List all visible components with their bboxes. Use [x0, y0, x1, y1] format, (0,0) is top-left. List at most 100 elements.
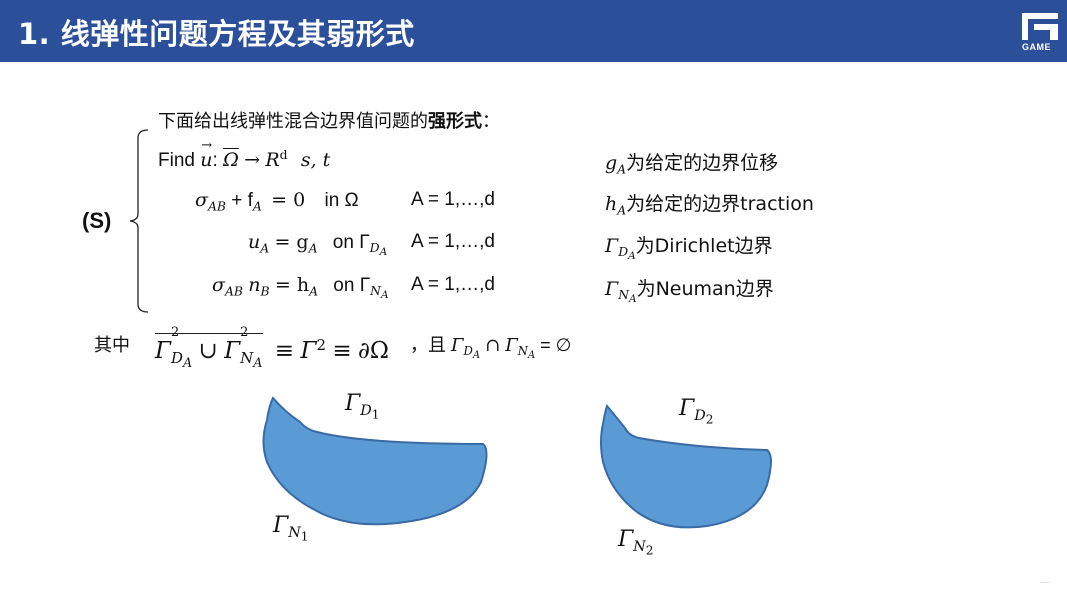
maps-to-arrow: → — [244, 148, 261, 171]
note-traction: hA为给定的边界traction — [605, 189, 814, 217]
gamma-index: N — [288, 525, 301, 541]
in-domain: in Ω — [324, 190, 359, 211]
sigma-index: AB — [224, 284, 243, 299]
sigma-symbol: σ — [212, 274, 225, 296]
logo-text: GAME — [1022, 42, 1051, 52]
gamma-subindex: 2 — [645, 543, 654, 558]
f-index: A — [252, 199, 262, 214]
and-word: ，且 — [410, 335, 446, 356]
range-row2: A = 1,…,d — [411, 189, 495, 210]
game-logo-icon — [1022, 13, 1058, 40]
title-bar: 1. 线弹性问题方程及其弱形式 GAME — [0, 0, 1067, 62]
sigma-index: AB — [207, 199, 226, 214]
left-brace-icon — [129, 129, 149, 313]
note-dirichlet: ΓDA为Dirichlet边界 — [605, 231, 773, 262]
note-text: 为给定的边界traction — [626, 193, 814, 215]
h-index: A — [309, 284, 318, 299]
u-symbol: u — [248, 231, 261, 253]
equiv-symbol: ≡ — [274, 338, 295, 365]
range-row3: A = 1,…,d — [411, 231, 495, 252]
gamma-index: D — [369, 241, 380, 256]
n-symbol: n — [248, 274, 261, 296]
equals-g: = g — [274, 231, 309, 253]
gamma-total-exponent: 2 — [316, 336, 326, 354]
gamma-n: Γ — [505, 335, 518, 356]
gamma-d-subindex: A — [182, 355, 193, 371]
union-symbol: ∪ — [198, 338, 218, 365]
intro-prefix: 下面给出线弹性混合边界值问题的 — [158, 111, 428, 132]
system-label: (S) — [82, 208, 112, 233]
gamma-subindex: 1 — [371, 407, 380, 422]
gamma-total: Γ — [300, 338, 317, 365]
find-word: Find — [158, 149, 195, 171]
gamma-d-index: D — [463, 344, 473, 359]
note-text: 为Neuman边界 — [636, 278, 774, 300]
domain-shape-2 — [600, 403, 772, 529]
gamma-n-exponent: 2 — [240, 325, 249, 341]
equation-row-find: Find u→: Ω → Rd s, t — [158, 138, 331, 172]
figure1-bottom-label: ΓN1 — [273, 513, 309, 544]
note-index: N — [618, 288, 629, 303]
gamma-n-subindex: A — [527, 350, 536, 362]
gamma-d-exponent: 2 — [170, 325, 180, 341]
gamma-index: D — [360, 403, 372, 419]
empty-set: = ∅ — [540, 335, 572, 355]
where-label: 其中 — [94, 335, 130, 356]
gamma-d: Γ — [155, 338, 171, 365]
note-neumann: ΓNA为Neuman边界 — [605, 274, 774, 305]
equation-row-neumann: σAB nB = hA on ΓNA — [212, 274, 389, 301]
dim-exponent: d — [279, 148, 288, 162]
figure1-top-label: ΓD1 — [345, 391, 379, 422]
gamma-index: N — [370, 284, 381, 299]
such-that: s, t — [300, 148, 331, 171]
range-row4: A = 1,…,d — [411, 274, 495, 295]
note-text: 为给定的边界位移 — [626, 152, 779, 174]
gamma-d-subindex: A — [472, 350, 481, 362]
note-symbol: Γ — [605, 235, 619, 257]
on-gamma: on Γ — [332, 232, 370, 253]
intro-colon: ： — [482, 111, 500, 132]
note-subindex: A — [629, 293, 637, 306]
gamma-n: Γ — [224, 338, 241, 365]
gamma-n-subindex: A — [253, 355, 263, 371]
gamma-n-index: N — [517, 344, 528, 359]
figure2-top-label: ΓD2 — [679, 396, 713, 427]
colon: : — [212, 149, 218, 171]
real-space: R — [265, 148, 280, 171]
figure2-bottom-label: ΓN2 — [618, 527, 654, 558]
sigma-symbol: σ — [195, 189, 208, 211]
gamma-symbol: Γ — [345, 391, 361, 416]
equation-row-equilibrium: σAB + fA = 0 in Ω — [195, 189, 359, 213]
omega-bar: Ω — [223, 148, 239, 171]
u-index: A — [260, 241, 270, 256]
slide-title: 1. 线弹性问题方程及其弱形式 — [18, 17, 415, 51]
intro-line: 下面给出线弹性混合边界值问题的强形式： — [158, 107, 500, 133]
note-symbol: h — [605, 193, 618, 215]
note-index: A — [617, 203, 627, 218]
gamma-index: N — [633, 539, 646, 555]
note-subindex: A — [628, 250, 636, 263]
gamma-symbol: Γ — [679, 396, 695, 421]
note-symbol: Γ — [605, 278, 619, 300]
domain-boundary: ∂Ω — [358, 338, 389, 365]
gamma-subindex: 1 — [300, 529, 309, 544]
corner-marker — [1040, 582, 1050, 583]
note-index: D — [618, 245, 629, 260]
vector-arrow-icon: → — [201, 137, 213, 153]
u-symbol: u — [200, 148, 213, 171]
domain-shape-1 — [262, 396, 488, 526]
intro-bold: 强形式 — [428, 111, 482, 132]
equals-h: = h — [274, 274, 310, 296]
overline-bar — [155, 333, 263, 334]
note-symbol: g — [605, 152, 618, 174]
gamma-subindex: A — [379, 246, 388, 259]
gamma-symbol: Γ — [618, 527, 634, 552]
gamma-symbol: Γ — [273, 513, 289, 538]
note-text: 为Dirichlet边界 — [635, 235, 773, 257]
gamma-index: D — [694, 408, 706, 424]
gamma-d: Γ — [451, 335, 464, 356]
gamma-n-index: N — [240, 349, 254, 368]
note-displacement: gA为给定的边界位移 — [605, 148, 778, 176]
disjoint-condition: ，且 ΓDA ∩ ΓNA = ∅ — [410, 331, 571, 361]
plus-f: + f — [231, 190, 253, 211]
